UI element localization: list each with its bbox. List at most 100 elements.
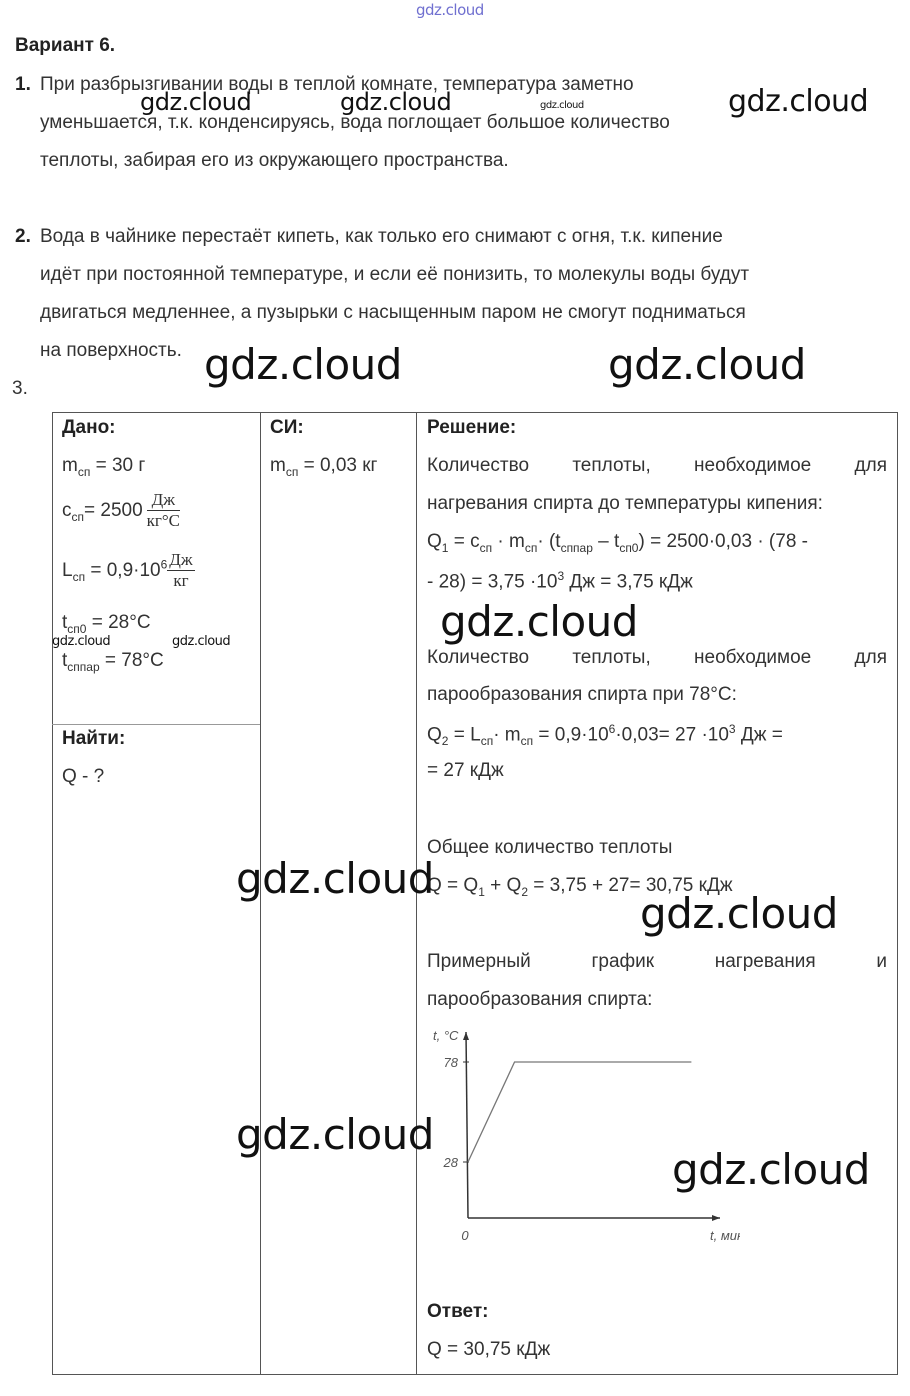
q2-line: двигаться медленнее, а пузырьки с насыще…: [40, 302, 746, 323]
formula-text: = 3,75 + 27= 30,75 кДж: [528, 875, 733, 896]
formula-text: ·0,03= 27 ·10: [615, 724, 729, 746]
q1-line: При разбрызгивании воды в теплой комнате…: [40, 74, 634, 95]
formula-text: = 0,9·10: [533, 724, 609, 746]
subscript: сп: [71, 509, 85, 524]
superscript: 6: [160, 557, 168, 572]
specific-heat-value: cсп= 2500: [62, 499, 143, 524]
solution-text: Общее количество теплоты: [427, 837, 673, 858]
formula-text: ) = 2500·0,03 · (78 -: [638, 531, 808, 552]
q2-line: идёт при постоянной температуре, и если …: [40, 264, 750, 285]
given-mass: mсп = 30 г: [62, 455, 145, 479]
q1-number: 1.: [15, 74, 31, 95]
y-tick-label: 28: [443, 1155, 459, 1170]
superscript: 3: [728, 722, 736, 736]
solution-header: Решение:: [427, 417, 517, 438]
formula-text: · m: [492, 531, 525, 552]
watermark: gdz.cloud: [728, 84, 869, 119]
formula-text: m: [62, 455, 78, 476]
formula-text: + Q: [484, 875, 522, 896]
formula-text: t: [62, 612, 68, 633]
answer-header: Ответ:: [427, 1301, 489, 1322]
solution-text: нагревания спирта до температуры кипения…: [427, 493, 823, 514]
q3-number: 3.: [12, 378, 28, 399]
watermark: gdz.cloud: [640, 889, 838, 938]
subscript: сп: [77, 464, 91, 479]
table-border-bottom: [52, 1374, 898, 1375]
find-header: Найти:: [62, 728, 126, 749]
table-divider: [416, 412, 417, 1375]
x-origin-label: 0: [461, 1228, 469, 1243]
solution-text: парообразования спирта при 78°C:: [427, 684, 737, 705]
formula-text: t: [62, 650, 68, 671]
watermark: gdz.cloud: [172, 634, 231, 649]
watermark: gdz.cloud: [52, 634, 111, 649]
subscript: сп: [524, 540, 538, 555]
y-axis-arrow: [463, 1032, 469, 1040]
q1-line: уменьшается, т.к. конденсируясь, вода по…: [40, 112, 670, 133]
formula-text: L: [62, 559, 73, 581]
table-border-left: [52, 412, 53, 1375]
watermark: gdz.cloud: [236, 854, 434, 903]
watermark: gdz.cloud: [440, 597, 638, 646]
formula-q2-result: = 27 кДж: [427, 760, 504, 781]
table-divider: [260, 412, 261, 1375]
y-axis-label: t, °C: [433, 1028, 459, 1043]
superscript: 3: [557, 569, 565, 583]
si-mass: mсп = 0,03 кг: [270, 455, 377, 479]
given-header: Дано:: [62, 417, 116, 438]
unit-den: кг: [173, 571, 189, 590]
subscript: сп: [479, 540, 493, 555]
formula-q2: Q2 = Lсп· mсп = 0,9·106·0,03= 27 ·103 Дж…: [427, 722, 783, 748]
subscript: сппар: [67, 659, 100, 674]
watermark: gdz.cloud: [204, 340, 402, 389]
table-border-right: [897, 412, 898, 1375]
watermark: gdz.cloud: [140, 88, 252, 116]
answer-value: Q = 30,75 кДж: [427, 1339, 551, 1360]
formula-text: = L: [448, 724, 481, 746]
solution-text: Количество теплоты, необходимое для: [427, 647, 887, 668]
formula-text: = 30 г: [90, 455, 146, 476]
formula-text: Q: [427, 724, 442, 746]
unit-den: кг°C: [146, 511, 181, 530]
solution-text: парообразования спирта:: [427, 989, 653, 1010]
formula-text: Дж =: [735, 724, 783, 746]
y-axis: [465, 1031, 469, 1219]
table-border-top: [52, 412, 898, 413]
q2-number: 2.: [15, 226, 31, 247]
x-axis-label: t, мин: [710, 1228, 740, 1243]
superscript: 6: [608, 722, 616, 736]
formula-text: Q: [427, 531, 442, 552]
y-tick-label: 78: [444, 1055, 459, 1070]
solution-text: Примерный график нагревания и: [427, 951, 887, 972]
subscript: сп: [480, 734, 494, 749]
formula-text: · (t: [537, 531, 561, 552]
solution-text: Количество теплоты, необходимое для: [427, 455, 887, 476]
formula-text: = 2500: [84, 499, 143, 521]
q2-line: на поверхность.: [40, 340, 182, 361]
formula-text: = 78°C: [99, 650, 164, 671]
watermark: gdz.cloud: [540, 100, 584, 111]
find-value: Q - ?: [62, 766, 105, 787]
formula-text: = c: [448, 531, 480, 552]
formula-text: Q = Q: [427, 875, 479, 896]
subscript: сп0: [619, 540, 639, 555]
formula-text: = 0,03 кг: [298, 455, 378, 476]
subscript: 2: [441, 734, 449, 749]
formula-text: Дж = 3,75 кДж: [564, 571, 693, 593]
subscript: сп: [285, 464, 299, 479]
unit-num: Дж: [146, 490, 181, 511]
formula-total: Q = Q1 + Q2 = 3,75 + 27= 30,75 кДж: [427, 875, 733, 899]
temperature-line: [467, 1061, 692, 1163]
formula-text: m: [270, 455, 286, 476]
watermark: gdz.cloud: [340, 88, 452, 116]
subscript: сп: [520, 734, 534, 749]
formula-text: c: [62, 499, 72, 521]
formula-text: – t: [592, 531, 620, 552]
watermark: gdz.cloud: [672, 1145, 870, 1194]
formula-text: = 0,9·10: [85, 559, 161, 581]
formula-text: · m: [493, 724, 521, 746]
